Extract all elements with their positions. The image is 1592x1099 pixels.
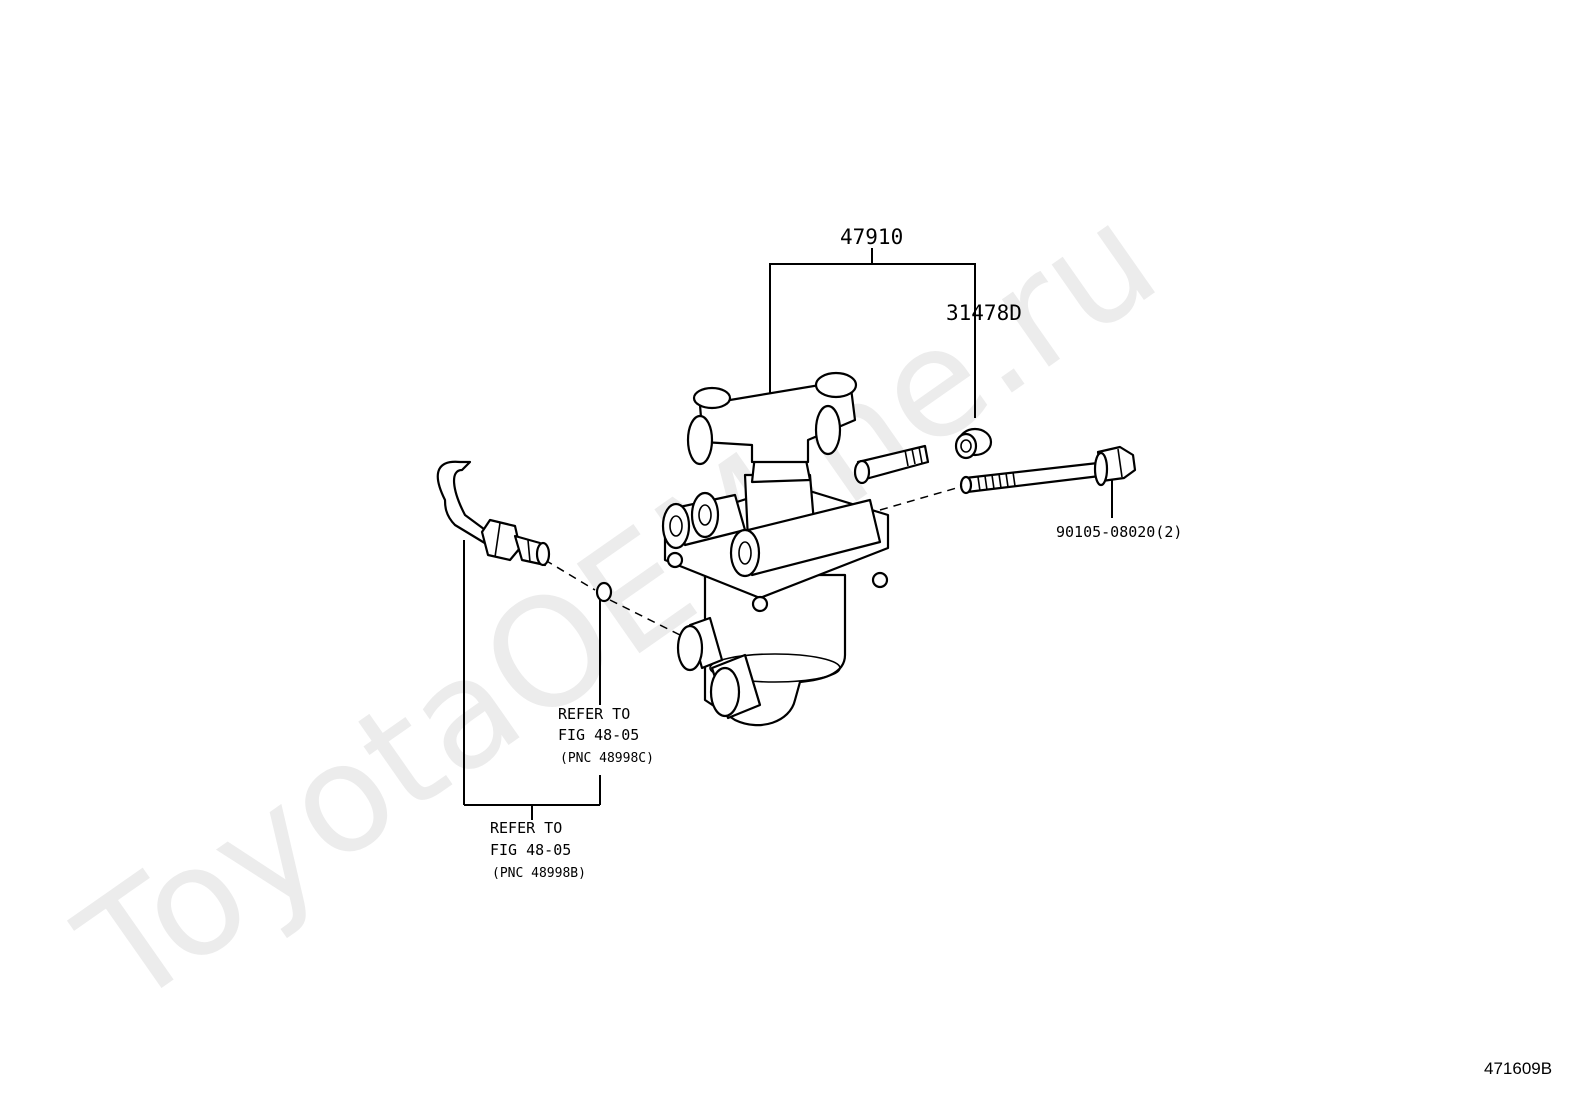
part-number-31478d[interactable]: 31478D: [946, 301, 1022, 325]
callout-leader-pipe: [463, 540, 601, 820]
brake-pipe: [436, 460, 551, 567]
refer-upper-line2[interactable]: FIG 48-05: [558, 726, 639, 744]
refer-upper-line1: REFER TO: [558, 705, 630, 723]
alignment-line-pipe: [544, 559, 596, 591]
bushing-part: [954, 427, 993, 460]
refer-lower-line2[interactable]: FIG 48-05: [490, 841, 571, 859]
illustration-code: 471609B: [1484, 1059, 1552, 1078]
proportioning-valve-body: [661, 371, 930, 727]
bolt-part: [959, 445, 1137, 495]
refer-note-lower: REFER TO FIG 48-05 (PNC 48998B): [490, 819, 586, 881]
gasket-ring: [595, 581, 613, 603]
part-number-90105-08020[interactable]: 90105-08020(2): [1056, 523, 1182, 541]
refer-note-upper: REFER TO FIG 48-05 (PNC 48998C): [558, 705, 654, 766]
refer-lower-line1: REFER TO: [490, 819, 562, 837]
refer-upper-line3[interactable]: (PNC 48998C): [560, 751, 654, 766]
callout-leader-47910: [769, 248, 976, 418]
part-number-47910[interactable]: 47910: [840, 225, 903, 249]
refer-lower-line3[interactable]: (PNC 48998B): [492, 866, 586, 881]
